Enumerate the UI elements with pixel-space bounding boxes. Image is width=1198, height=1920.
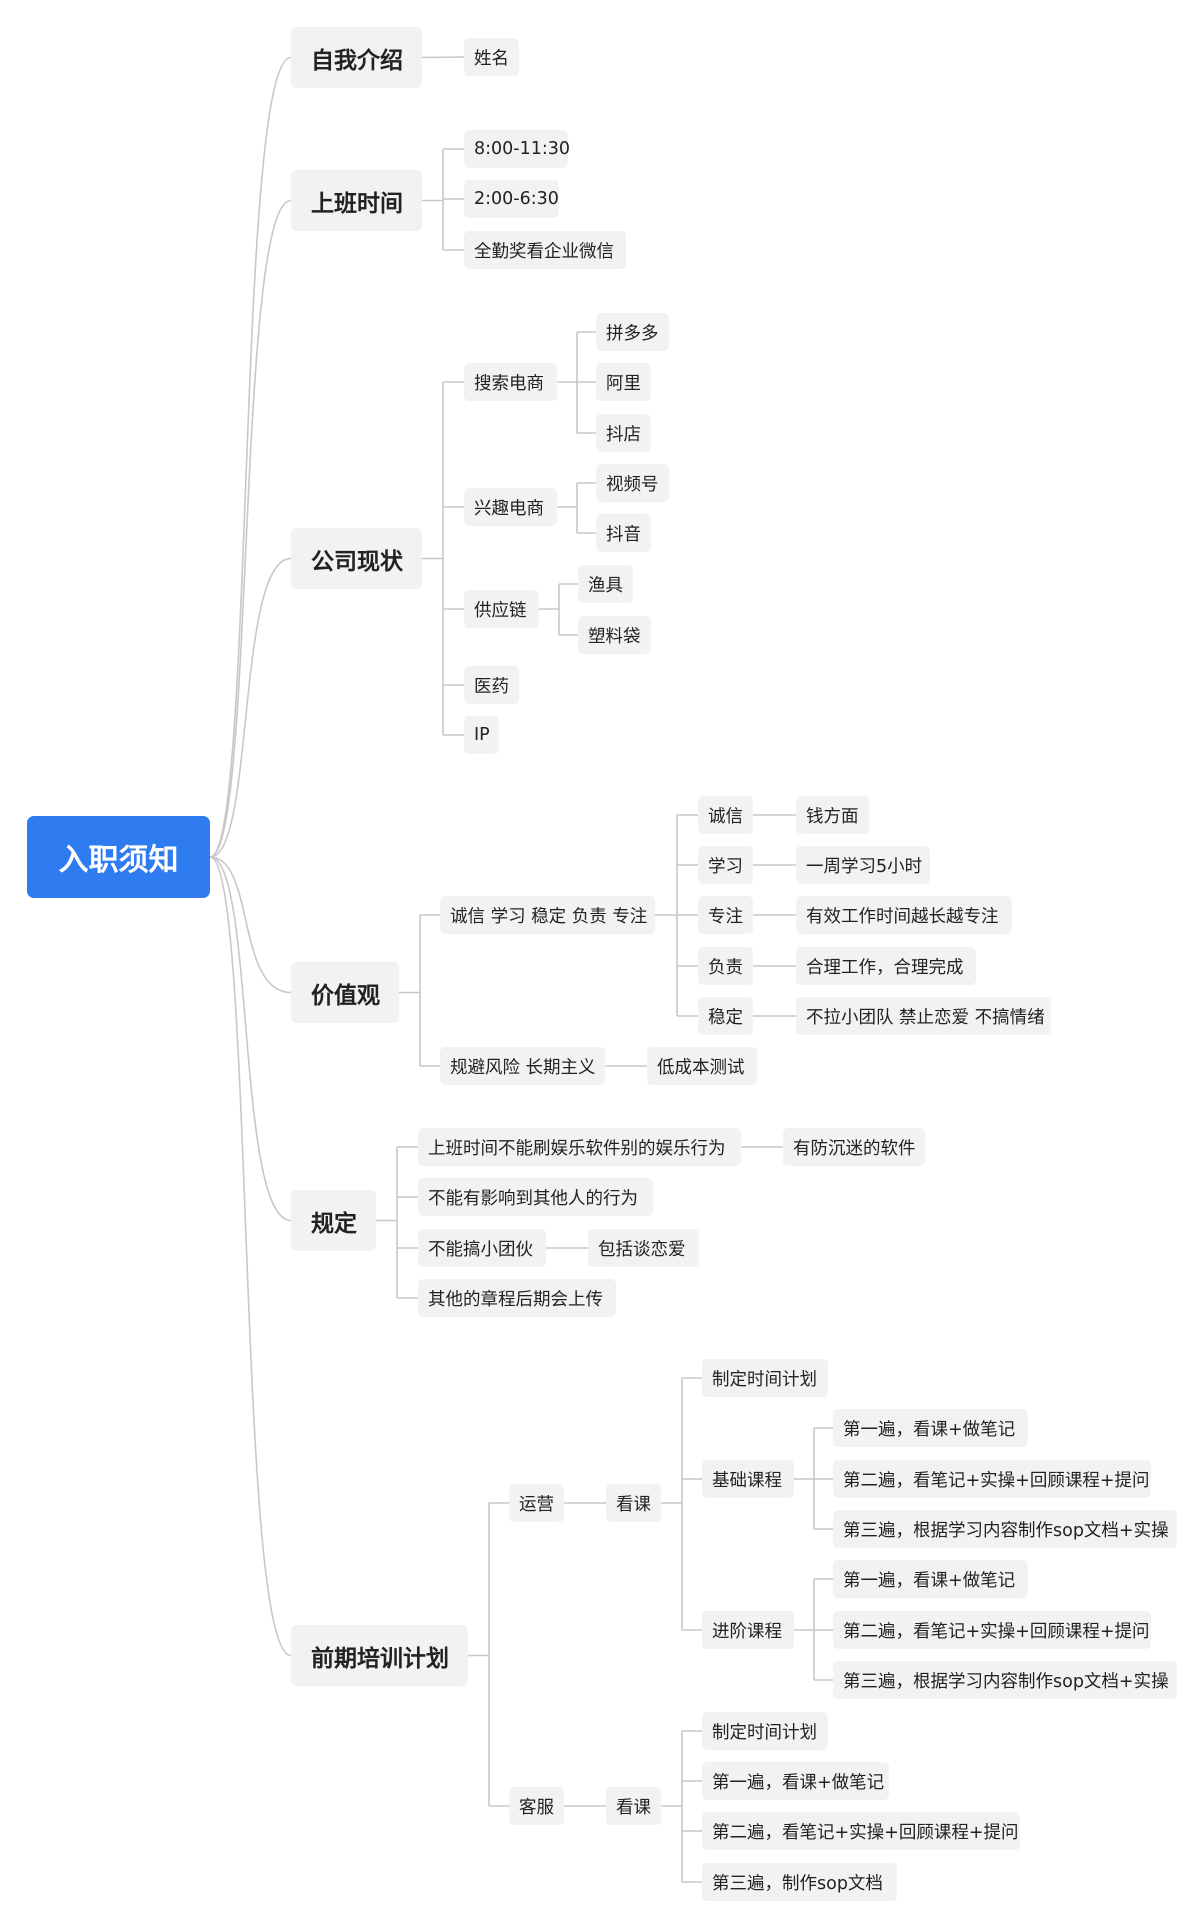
- training-ops-basic-step2[interactable]: 第二遍，看笔记+实操+回顾课程+提问: [833, 1460, 1151, 1498]
- training-ops-advanced-step3[interactable]: 第三遍，根据学习内容制作sop文档+实操: [833, 1661, 1177, 1699]
- training-cs-watch[interactable]: 看课: [606, 1787, 661, 1825]
- training-cs-step3[interactable]: 第三遍，制作sop文档: [702, 1863, 897, 1901]
- rules-more-later[interactable]: 其他的章程后期会上传: [418, 1279, 616, 1317]
- values-val-integrity[interactable]: 钱方面: [796, 796, 869, 834]
- link-root-topic-work-hours: [209, 199, 292, 858]
- values-core[interactable]: 诚信 学习 稳定 负责 专注: [440, 896, 655, 934]
- topic-rules[interactable]: 规定: [291, 1190, 376, 1251]
- status-interest-douyin[interactable]: 抖音: [596, 514, 651, 552]
- training-ops-advanced-step2[interactable]: 第二遍，看笔记+实操+回顾课程+提问: [833, 1611, 1151, 1649]
- status-interest-channels[interactable]: 视频号: [596, 464, 669, 502]
- training-ops-advanced-step1[interactable]: 第一遍，看课+做笔记: [833, 1560, 1028, 1598]
- link-root-topic-values: [209, 856, 292, 994]
- rules-no-dating[interactable]: 包括谈恋爱: [588, 1229, 699, 1267]
- values-val-stability[interactable]: 不拉小团队 禁止恋爱 不搞情绪: [796, 997, 1051, 1035]
- values-key-learning[interactable]: 学习: [698, 846, 753, 884]
- rules-anti-addiction[interactable]: 有防沉迷的软件: [783, 1128, 925, 1166]
- hours-afternoon[interactable]: 2:00-6:30: [464, 180, 559, 218]
- training-ops-basic-step3[interactable]: 第三遍，根据学习内容制作sop文档+实操: [833, 1510, 1177, 1548]
- status-ip[interactable]: IP: [464, 716, 499, 754]
- values-key-responsibility[interactable]: 负责: [698, 947, 753, 985]
- link-root-topic-rules: [209, 856, 292, 1222]
- values-key-focus[interactable]: 专注: [698, 896, 753, 934]
- link-root-topic-training-plan: [209, 856, 292, 1657]
- hours-attendance[interactable]: 全勤奖看企业微信: [464, 231, 626, 269]
- intro-name[interactable]: 姓名: [464, 38, 519, 76]
- status-supply-plastic-bags[interactable]: 塑料袋: [578, 616, 651, 654]
- status-search-alibaba[interactable]: 阿里: [596, 363, 651, 401]
- training-ops-plan[interactable]: 制定时间计划: [702, 1359, 828, 1397]
- values-val-learning[interactable]: 一周学习5小时: [796, 846, 930, 884]
- values-key-integrity[interactable]: 诚信: [698, 796, 753, 834]
- training-cs[interactable]: 客服: [509, 1787, 564, 1825]
- status-interest-ecommerce[interactable]: 兴趣电商: [464, 488, 557, 526]
- rules-no-cliques[interactable]: 不能搞小团伙: [418, 1229, 546, 1267]
- values-risk[interactable]: 规避风险 长期主义: [440, 1047, 605, 1085]
- training-cs-plan[interactable]: 制定时间计划: [702, 1712, 828, 1750]
- link-topic-self-intro-intro-name: [421, 56, 465, 59]
- values-val-focus[interactable]: 有效工作时间越长越专注: [796, 896, 1012, 934]
- values-risk-test[interactable]: 低成本测试: [647, 1047, 757, 1085]
- rules-no-entertainment[interactable]: 上班时间不能刷娱乐软件别的娱乐行为: [418, 1128, 741, 1166]
- values-val-responsibility[interactable]: 合理工作，合理完成: [796, 947, 976, 985]
- training-ops-watch[interactable]: 看课: [606, 1484, 661, 1522]
- training-cs-step1[interactable]: 第一遍，看课+做笔记: [702, 1762, 889, 1800]
- training-ops[interactable]: 运营: [509, 1484, 564, 1522]
- rules-no-disturbing[interactable]: 不能有影响到其他人的行为: [418, 1178, 653, 1216]
- status-search-pinduoduo[interactable]: 拼多多: [596, 313, 669, 351]
- training-ops-basic-step1[interactable]: 第一遍，看课+做笔记: [833, 1409, 1028, 1447]
- hours-morning[interactable]: 8:00-11:30: [464, 130, 570, 168]
- training-ops-basic[interactable]: 基础课程: [702, 1460, 794, 1498]
- topic-values[interactable]: 价值观: [291, 962, 399, 1023]
- status-search-doudian[interactable]: 抖店: [596, 414, 651, 452]
- training-cs-step2[interactable]: 第二遍，看笔记+实操+回顾课程+提问: [702, 1812, 1020, 1850]
- training-ops-advanced[interactable]: 进阶课程: [702, 1611, 794, 1649]
- status-search-ecommerce[interactable]: 搜索电商: [464, 363, 557, 401]
- status-supply-chain[interactable]: 供应链: [464, 590, 539, 628]
- topic-self-intro[interactable]: 自我介绍: [291, 27, 422, 88]
- topic-work-hours[interactable]: 上班时间: [291, 170, 422, 231]
- status-supply-fishing-gear[interactable]: 渔具: [578, 565, 633, 603]
- values-key-stability[interactable]: 稳定: [698, 997, 753, 1035]
- topic-company-status[interactable]: 公司现状: [291, 528, 422, 589]
- link-root-topic-company-status: [209, 557, 292, 858]
- status-medicine[interactable]: 医药: [464, 666, 519, 704]
- root-topic[interactable]: 入职须知: [27, 816, 210, 898]
- link-root-topic-self-intro: [209, 56, 292, 858]
- topic-training-plan[interactable]: 前期培训计划: [291, 1625, 468, 1686]
